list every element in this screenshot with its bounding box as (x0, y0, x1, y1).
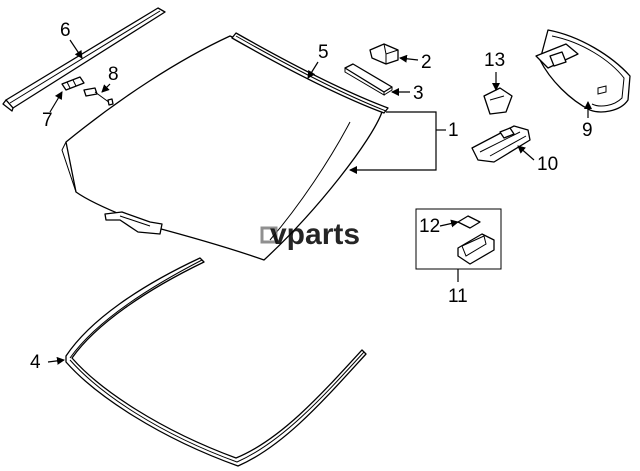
callout-2: 2 (421, 52, 432, 73)
roof-molding-part-6 (2, 7, 166, 112)
stud-part-8 (83, 87, 114, 106)
kit-box-part-11 (415, 208, 502, 270)
callout-11: 11 (448, 286, 468, 307)
callout-3: 3 (413, 83, 424, 104)
callout-1: 1 (448, 120, 459, 141)
mirror-bracket-part-10 (471, 125, 531, 163)
glass-lower-bracket (104, 211, 163, 235)
callout-4: 4 (30, 352, 41, 373)
spacer-strip-part-3 (344, 63, 393, 96)
callout-12: 12 (419, 216, 440, 237)
callout-5: 5 (318, 42, 329, 63)
watermark-text: vparts (270, 218, 360, 251)
callout-labels: 6 5 2 3 1 7 8 13 9 10 12 11 4 (30, 20, 593, 373)
callout-10: 10 (537, 154, 558, 175)
callout-13: 13 (484, 50, 505, 71)
callout-7: 7 (42, 110, 53, 131)
watermark: vparts (260, 218, 360, 251)
weatherstrip-part-4 (65, 257, 367, 467)
callout-6: 6 (60, 20, 71, 41)
sensor-cover-part-13 (483, 87, 513, 115)
rearview-mirror-part-9 (535, 29, 631, 113)
clip-part-2 (369, 43, 399, 65)
leader-lines (47, 39, 592, 365)
molding-clip-part-7 (61, 76, 85, 91)
callout-8: 8 (108, 64, 119, 85)
callout-9: 9 (582, 120, 593, 141)
